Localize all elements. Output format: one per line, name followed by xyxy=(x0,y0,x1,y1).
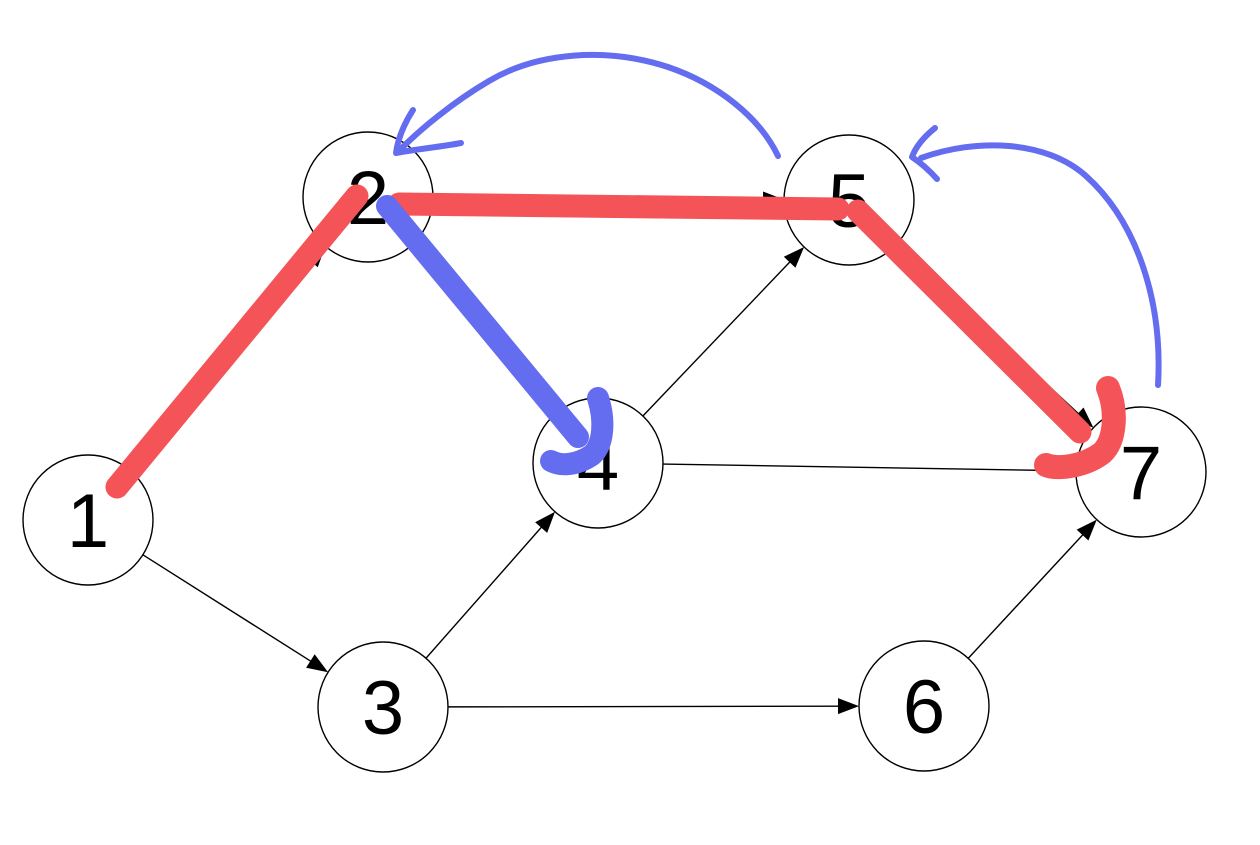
blue-hook-arrowhead-at-4 xyxy=(540,387,614,476)
graph-node-label-1: 1 xyxy=(67,479,109,564)
annotations-layer xyxy=(393,51,1162,388)
red-stroke-5-7 xyxy=(846,199,1092,444)
curved-arrow-7-to-5-head xyxy=(909,125,940,182)
edge-6-7 xyxy=(967,532,1086,659)
graph-node-6 xyxy=(858,640,990,772)
graph-node-label-3: 3 xyxy=(362,666,404,751)
graph-node-label-7: 7 xyxy=(1120,431,1162,516)
curved-arrow-7-to-5 xyxy=(918,142,1162,388)
edge-arrowhead-1-3 xyxy=(306,654,329,673)
edge-3-4 xyxy=(425,524,544,659)
curved-arrow-5-to-2 xyxy=(396,51,781,159)
red-hook-arrowhead-at-7 xyxy=(1034,376,1126,480)
red-stroke-1-2 xyxy=(105,184,369,499)
edge-1-3 xyxy=(142,554,314,664)
edge-3-6 xyxy=(447,705,842,708)
edge-arrowhead-6-7 xyxy=(1076,519,1097,541)
marker-strokes-layer xyxy=(105,184,1126,499)
edge-arrowhead-4-5 xyxy=(783,247,805,268)
graph-node-label-6: 6 xyxy=(903,665,945,750)
red-stroke-2-5 xyxy=(387,192,850,221)
blue-stroke-2-4 xyxy=(376,195,589,448)
edge-arrowhead-3-6 xyxy=(837,698,860,715)
edge-arrowhead-5-7 xyxy=(1072,407,1094,428)
edge-arrowhead-3-4 xyxy=(535,511,556,533)
graph-node-3 xyxy=(317,641,449,773)
edge-4-5 xyxy=(642,259,793,417)
edge-4-7 xyxy=(662,463,1059,472)
curved-arrow-5-to-2-head xyxy=(393,107,464,156)
